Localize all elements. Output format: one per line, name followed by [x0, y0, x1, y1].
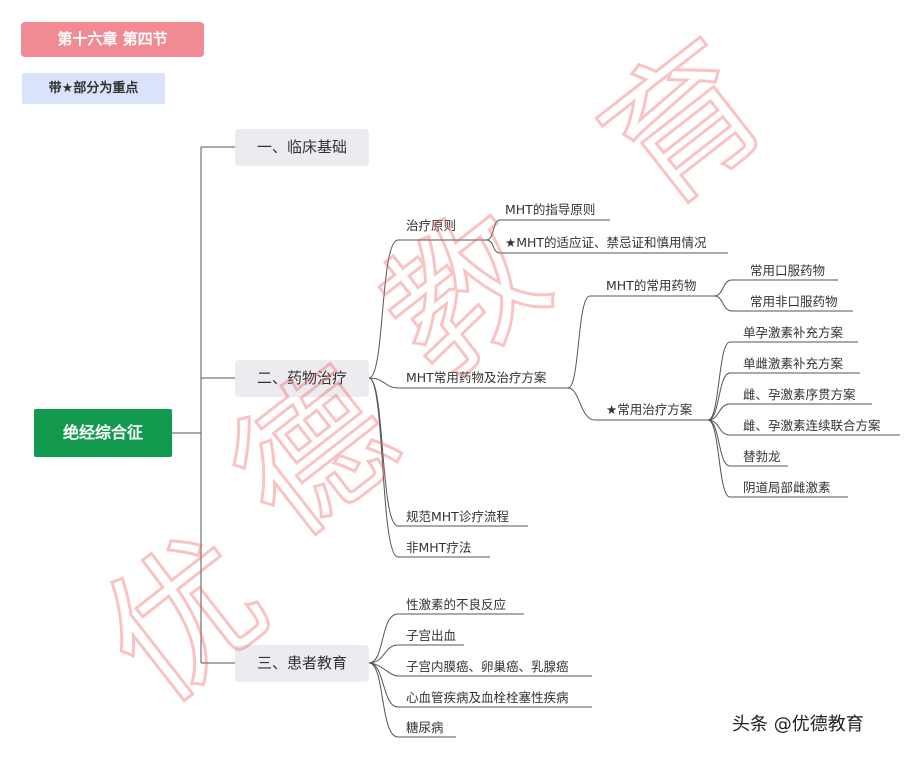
leaf-regimen-6: 阴道局部雌激素: [743, 480, 831, 495]
branch-drug-therapy: 二、药物治疗: [235, 360, 369, 397]
leaf-oral-drugs: 常用口服药物: [750, 263, 826, 278]
footer-credit: 头条 @优德教育: [732, 714, 864, 735]
node-common-regimens: ★常用治疗方案: [606, 402, 693, 417]
leaf-edu-4: 心血管疾病及血栓栓塞性疾病: [406, 690, 569, 705]
node-mht-drugs-regimens: MHT常用药物及治疗方案: [406, 370, 547, 385]
leaf-regimen-5: 替勃龙: [743, 449, 781, 464]
branch-patient-education: 三、患者教育: [235, 645, 369, 682]
node-mht-common-drugs: MHT的常用药物: [606, 278, 697, 293]
leaf-regimen-2: 单雌激素补充方案: [743, 356, 844, 371]
node-treatment-principles: 治疗原则: [406, 218, 457, 233]
leaf-edu-3: 子宫内膜癌、卵巢癌、乳腺癌: [406, 659, 569, 674]
leaf-edu-1: 性激素的不良反应: [406, 597, 507, 612]
node-mht-process: 规范MHT诊疗流程: [406, 509, 509, 524]
leaf-edu-5: 糖尿病: [406, 720, 444, 735]
leaf-edu-2: 子宫出血: [406, 628, 457, 643]
leaf-mht-guidance: MHT的指导原则: [505, 202, 596, 217]
node-non-mht: 非MHT疗法: [406, 540, 472, 555]
leaf-mht-indications: ★MHT的适应证、禁忌证和慎用情况: [505, 235, 707, 250]
leaf-regimen-3: 雌、孕激素序贯方案: [743, 387, 856, 402]
leaf-regimen-1: 单孕激素补充方案: [743, 325, 844, 340]
branch-clinical-basis: 一、临床基础: [235, 129, 369, 166]
leaf-non-oral-drugs: 常用非口服药物: [750, 294, 838, 309]
root-node: 绝经综合征: [34, 409, 172, 457]
leaf-regimen-4: 雌、孕激素连续联合方案: [743, 418, 881, 433]
chapter-title: 第十六章 第四节: [21, 22, 204, 57]
key-point-note: 带★部分为重点: [22, 73, 165, 104]
